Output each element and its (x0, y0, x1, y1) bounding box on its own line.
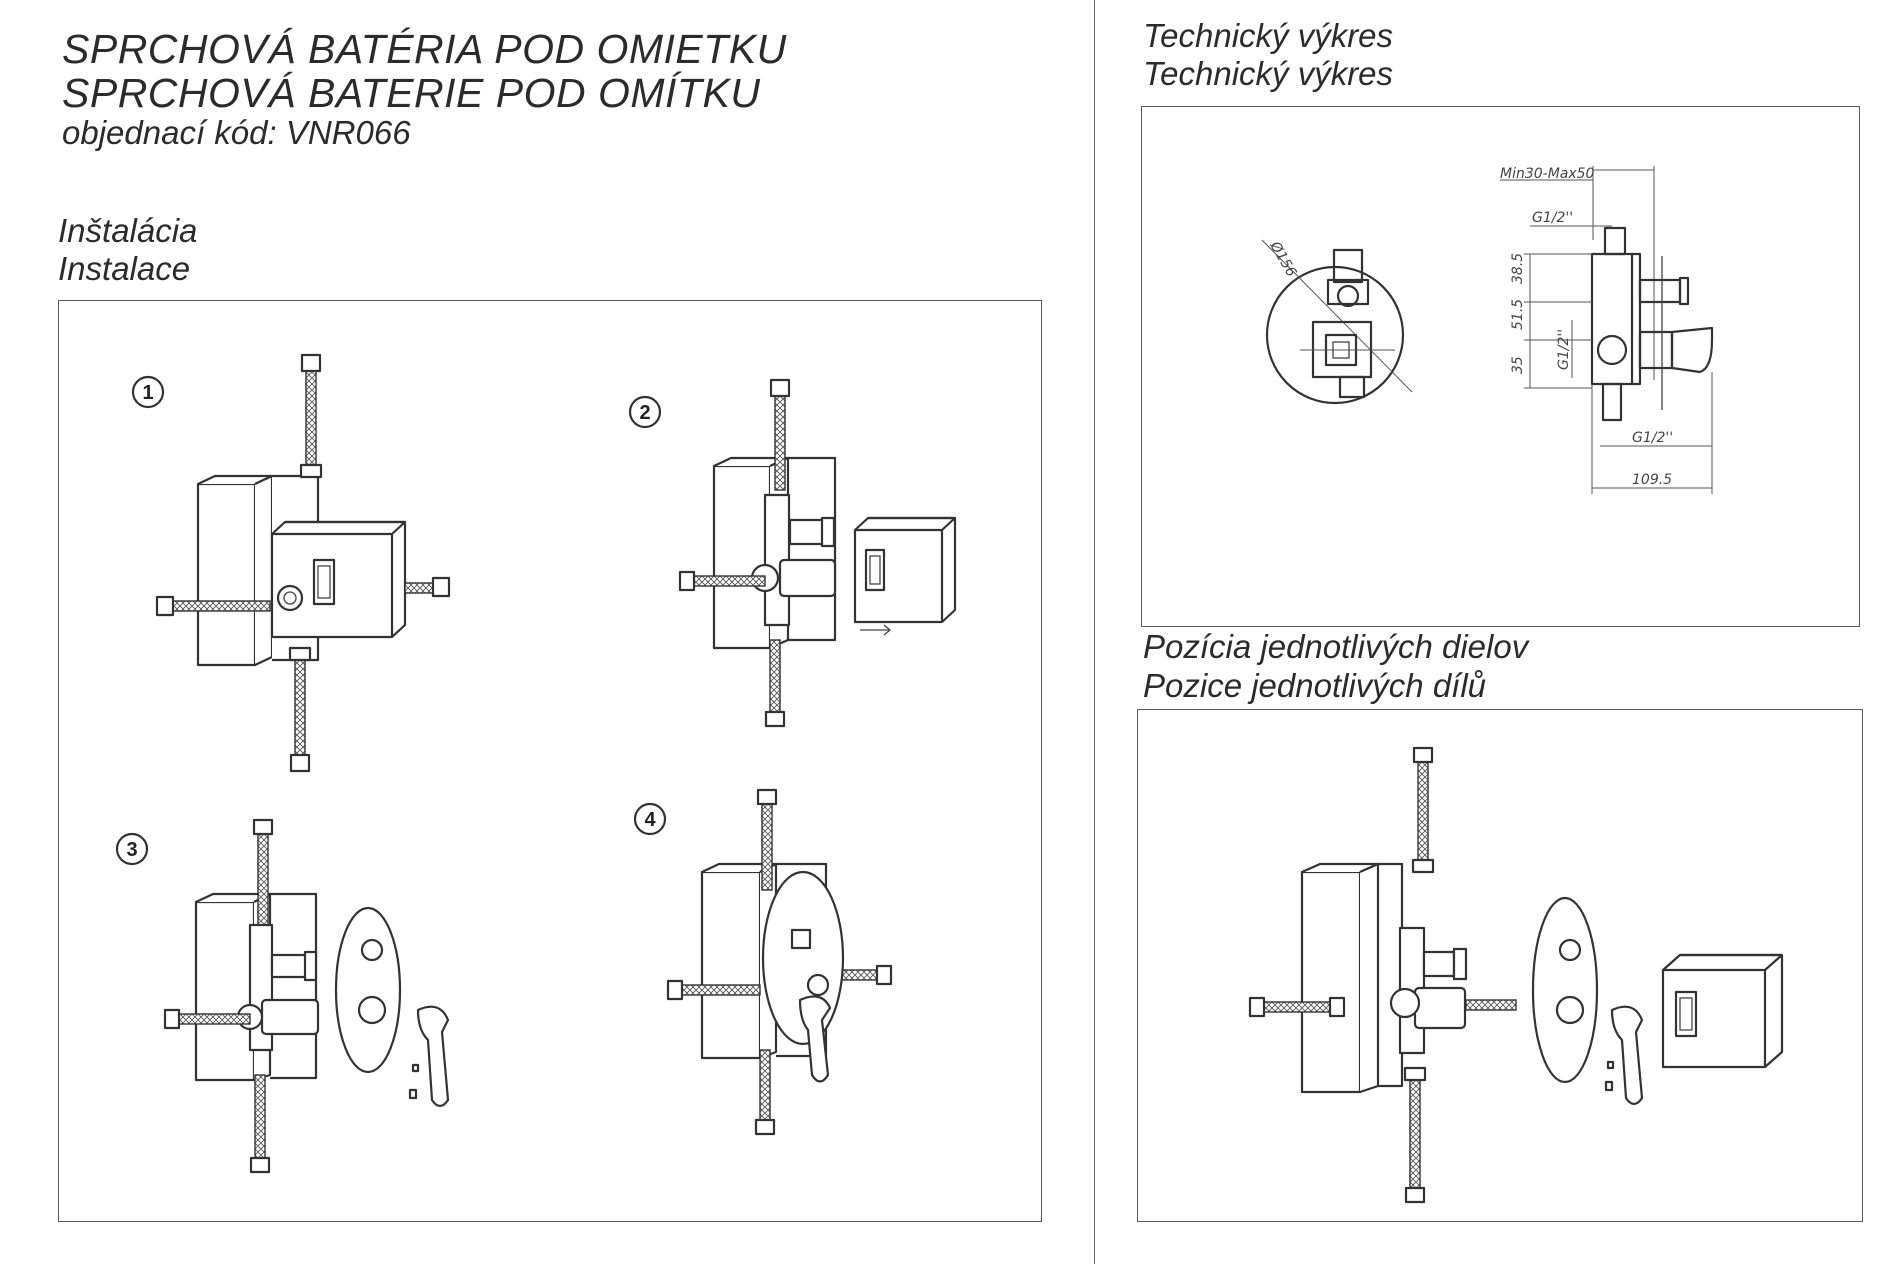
installation-heading-sk: Inštalácia (58, 212, 198, 249)
step-4-circle (633, 802, 667, 836)
step-1-circle (131, 375, 165, 409)
dim-diameter: Ø156 (1266, 238, 1299, 280)
dim-g-top: G1/2'' (1532, 210, 1573, 226)
dim-38-5: 38.5 (1510, 253, 1526, 284)
technical-drawing-frame (1141, 106, 1860, 627)
title-cz: SPRCHOVÁ BATERIE POD OMÍTKU (62, 70, 761, 116)
dim-51-5: 51.5 (1510, 299, 1526, 330)
installation-heading-cz: Instalace (58, 250, 191, 287)
page-divider (1094, 0, 1095, 1264)
dim-109-5: 109.5 (1632, 472, 1672, 488)
order-code: objednací kód: VNR066 (62, 114, 411, 151)
parts-heading-cz: Pozice jednotlivých dílů (1143, 667, 1487, 704)
step-3-drawing: 3 (115, 818, 450, 1174)
step-3-label: 3 (126, 839, 137, 861)
step-1-drawing: 1 (131, 353, 451, 773)
step-4-label: 4 (644, 809, 656, 831)
parts-drawing (1248, 746, 1784, 1204)
technical-heading-2: Technický výkres (1143, 55, 1394, 92)
step-2-drawing: 2 (628, 378, 957, 728)
parts-frame (1137, 709, 1863, 1222)
dim-min-max: Min30-Max50 (1500, 166, 1595, 182)
dim-35: 35 (1510, 356, 1526, 374)
step-3-circle (115, 832, 149, 866)
technical-heading-1: Technický výkres (1143, 17, 1394, 54)
step-1-label: 1 (142, 382, 153, 404)
step-2-circle (628, 395, 662, 429)
title-sk: SPRCHOVÁ BATÉRIA POD OMIETKU (62, 26, 787, 72)
technical-drawing: Ø156 Min30-Max50 G1/2'' 38.5 51.5 35 G1/… (1261, 166, 1714, 494)
installation-frame (58, 300, 1042, 1222)
parts-heading-sk: Pozícia jednotlivých dielov (1143, 628, 1529, 665)
step-2-label: 2 (639, 402, 650, 424)
dim-g-side: G1/2'' (1556, 329, 1572, 370)
dim-g-bottom: G1/2'' (1632, 430, 1673, 446)
step-4-drawing: 4 (633, 788, 893, 1136)
